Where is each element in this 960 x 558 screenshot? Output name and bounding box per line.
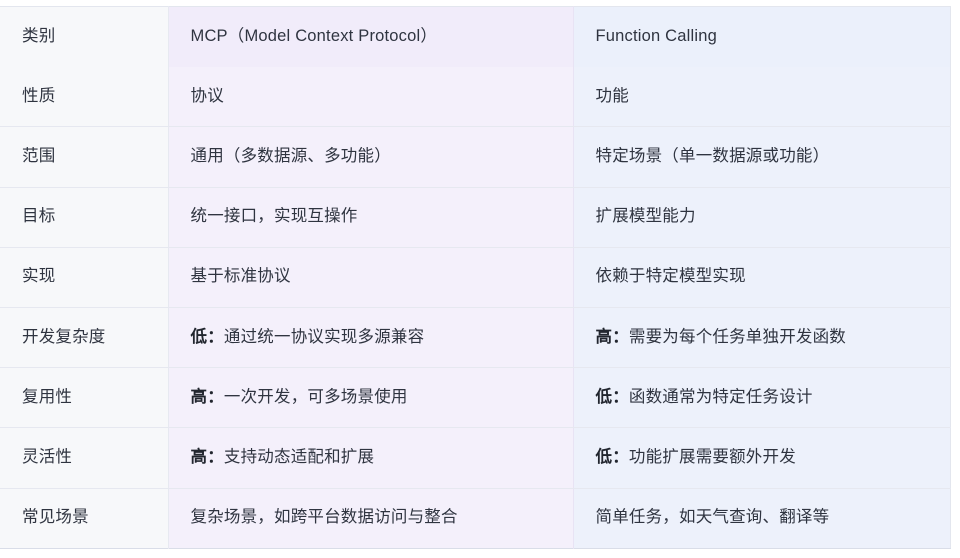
function-calling-cell: 简单任务，如天气查询、翻译等: [573, 488, 950, 549]
cell-emphasis: 高：: [190, 447, 224, 466]
function-calling-cell: 低：函数通常为特定任务设计: [573, 367, 950, 429]
mcp-vs-function-calling-table: 类别 MCP（Model Context Protocol） Function …: [0, 6, 951, 549]
mcp-cell: 通用（多数据源、多功能）: [168, 126, 574, 188]
function-calling-cell: 特定场景（单一数据源或功能）: [573, 126, 950, 188]
mcp-cell: 高：一次开发，可多场景使用: [168, 367, 574, 429]
table-row: 范围 通用（多数据源、多功能） 特定场景（单一数据源或功能）: [0, 126, 950, 188]
row-label-cell: 性质: [0, 66, 169, 128]
cell-text: 扩展模型能力: [595, 207, 696, 226]
cell-text: 通用（多数据源、多功能）: [190, 147, 391, 165]
mcp-cell: 协议: [168, 66, 574, 128]
function-calling-cell: 低：功能扩展需要额外开发: [573, 427, 950, 489]
row-label-cell: 灵活性: [0, 427, 169, 489]
cell-text: 特定场景（单一数据源或功能）: [595, 147, 830, 165]
function-calling-cell: 高：需要为每个任务单独开发函数: [573, 307, 950, 369]
row-label-cell: 复用性: [0, 367, 169, 429]
column-header-mcp: MCP（Model Context Protocol）: [168, 6, 574, 67]
table-rows: 性质 协议 功能范围 通用（多数据源、多功能） 特定场景（单一数据源或功能） 目标 统一接口…: [0, 66, 950, 549]
cell-text: 通过统一协议实现多源兼容: [223, 327, 425, 346]
cell-text: 依赖于特定模型实现: [595, 267, 746, 286]
table-row: 开发复杂度低：通过统一协议实现多源兼容高：需要为每个任务单独开发函数: [0, 307, 950, 369]
table-row: 常见场景 复杂场景，如跨平台数据访问与整合 简单任务，如天气查询、翻译等: [0, 488, 950, 549]
mcp-cell: 低：通过统一协议实现多源兼容: [168, 307, 574, 369]
cell-emphasis: 低：: [190, 327, 224, 346]
row-label-cell: 开发复杂度: [0, 307, 169, 369]
cell-text: 一次开发，可多场景使用: [223, 387, 408, 406]
mcp-cell: 统一接口，实现互操作: [168, 187, 574, 248]
cell-text: 统一接口，实现互操作: [190, 207, 358, 226]
cell-emphasis: 高：: [190, 387, 224, 406]
row-label-cell: 目标: [0, 187, 169, 248]
cell-text: 函数通常为特定任务设计: [628, 387, 813, 406]
cell-emphasis: 低：: [595, 387, 629, 406]
table-header-row: 类别 MCP（Model Context Protocol） Function …: [0, 6, 950, 67]
cell-text: 功能扩展需要额外开发: [628, 447, 796, 466]
table-row: 目标 统一接口，实现互操作 扩展模型能力: [0, 187, 950, 248]
mcp-cell: 基于标准协议: [168, 247, 574, 308]
mcp-cell: 高：支持动态适配和扩展: [168, 427, 574, 489]
cell-text: 功能: [595, 86, 629, 105]
row-label-cell: 实现: [0, 247, 169, 308]
row-label-cell: 范围: [0, 126, 169, 188]
cell-text: 需要为每个任务单独开发函数: [628, 327, 847, 346]
cell-emphasis: 低：: [595, 447, 629, 466]
cell-text: 简单任务，如天气查询、翻译等: [595, 508, 830, 527]
column-header-category: 类别: [0, 6, 169, 67]
function-calling-cell: 功能: [573, 66, 950, 128]
mcp-cell: 复杂场景，如跨平台数据访问与整合: [168, 488, 574, 549]
row-label-cell: 常见场景: [0, 488, 169, 549]
table-row: 实现 基于标准协议 依赖于特定模型实现: [0, 247, 950, 308]
table-row: 性质 协议 功能: [0, 66, 950, 128]
function-calling-cell: 依赖于特定模型实现: [573, 247, 950, 308]
comparison-table-container: 类别 MCP（Model Context Protocol） Function …: [0, 6, 951, 549]
table-body: 类别 MCP（Model Context Protocol） Function …: [0, 6, 950, 67]
table-row: 复用性高：一次开发，可多场景使用低：函数通常为特定任务设计: [0, 367, 950, 429]
cell-text: 复杂场景，如跨平台数据访问与整合: [190, 508, 458, 527]
table-row: 灵活性高：支持动态适配和扩展低：功能扩展需要额外开发: [0, 427, 950, 489]
cell-text: 支持动态适配和扩展: [223, 447, 375, 466]
function-calling-cell: 扩展模型能力: [573, 187, 950, 248]
cell-text: 协议: [190, 86, 224, 105]
column-header-function-calling: Function Calling: [573, 6, 950, 67]
cell-text: 基于标准协议: [190, 267, 291, 286]
cell-emphasis: 高：: [595, 327, 629, 346]
